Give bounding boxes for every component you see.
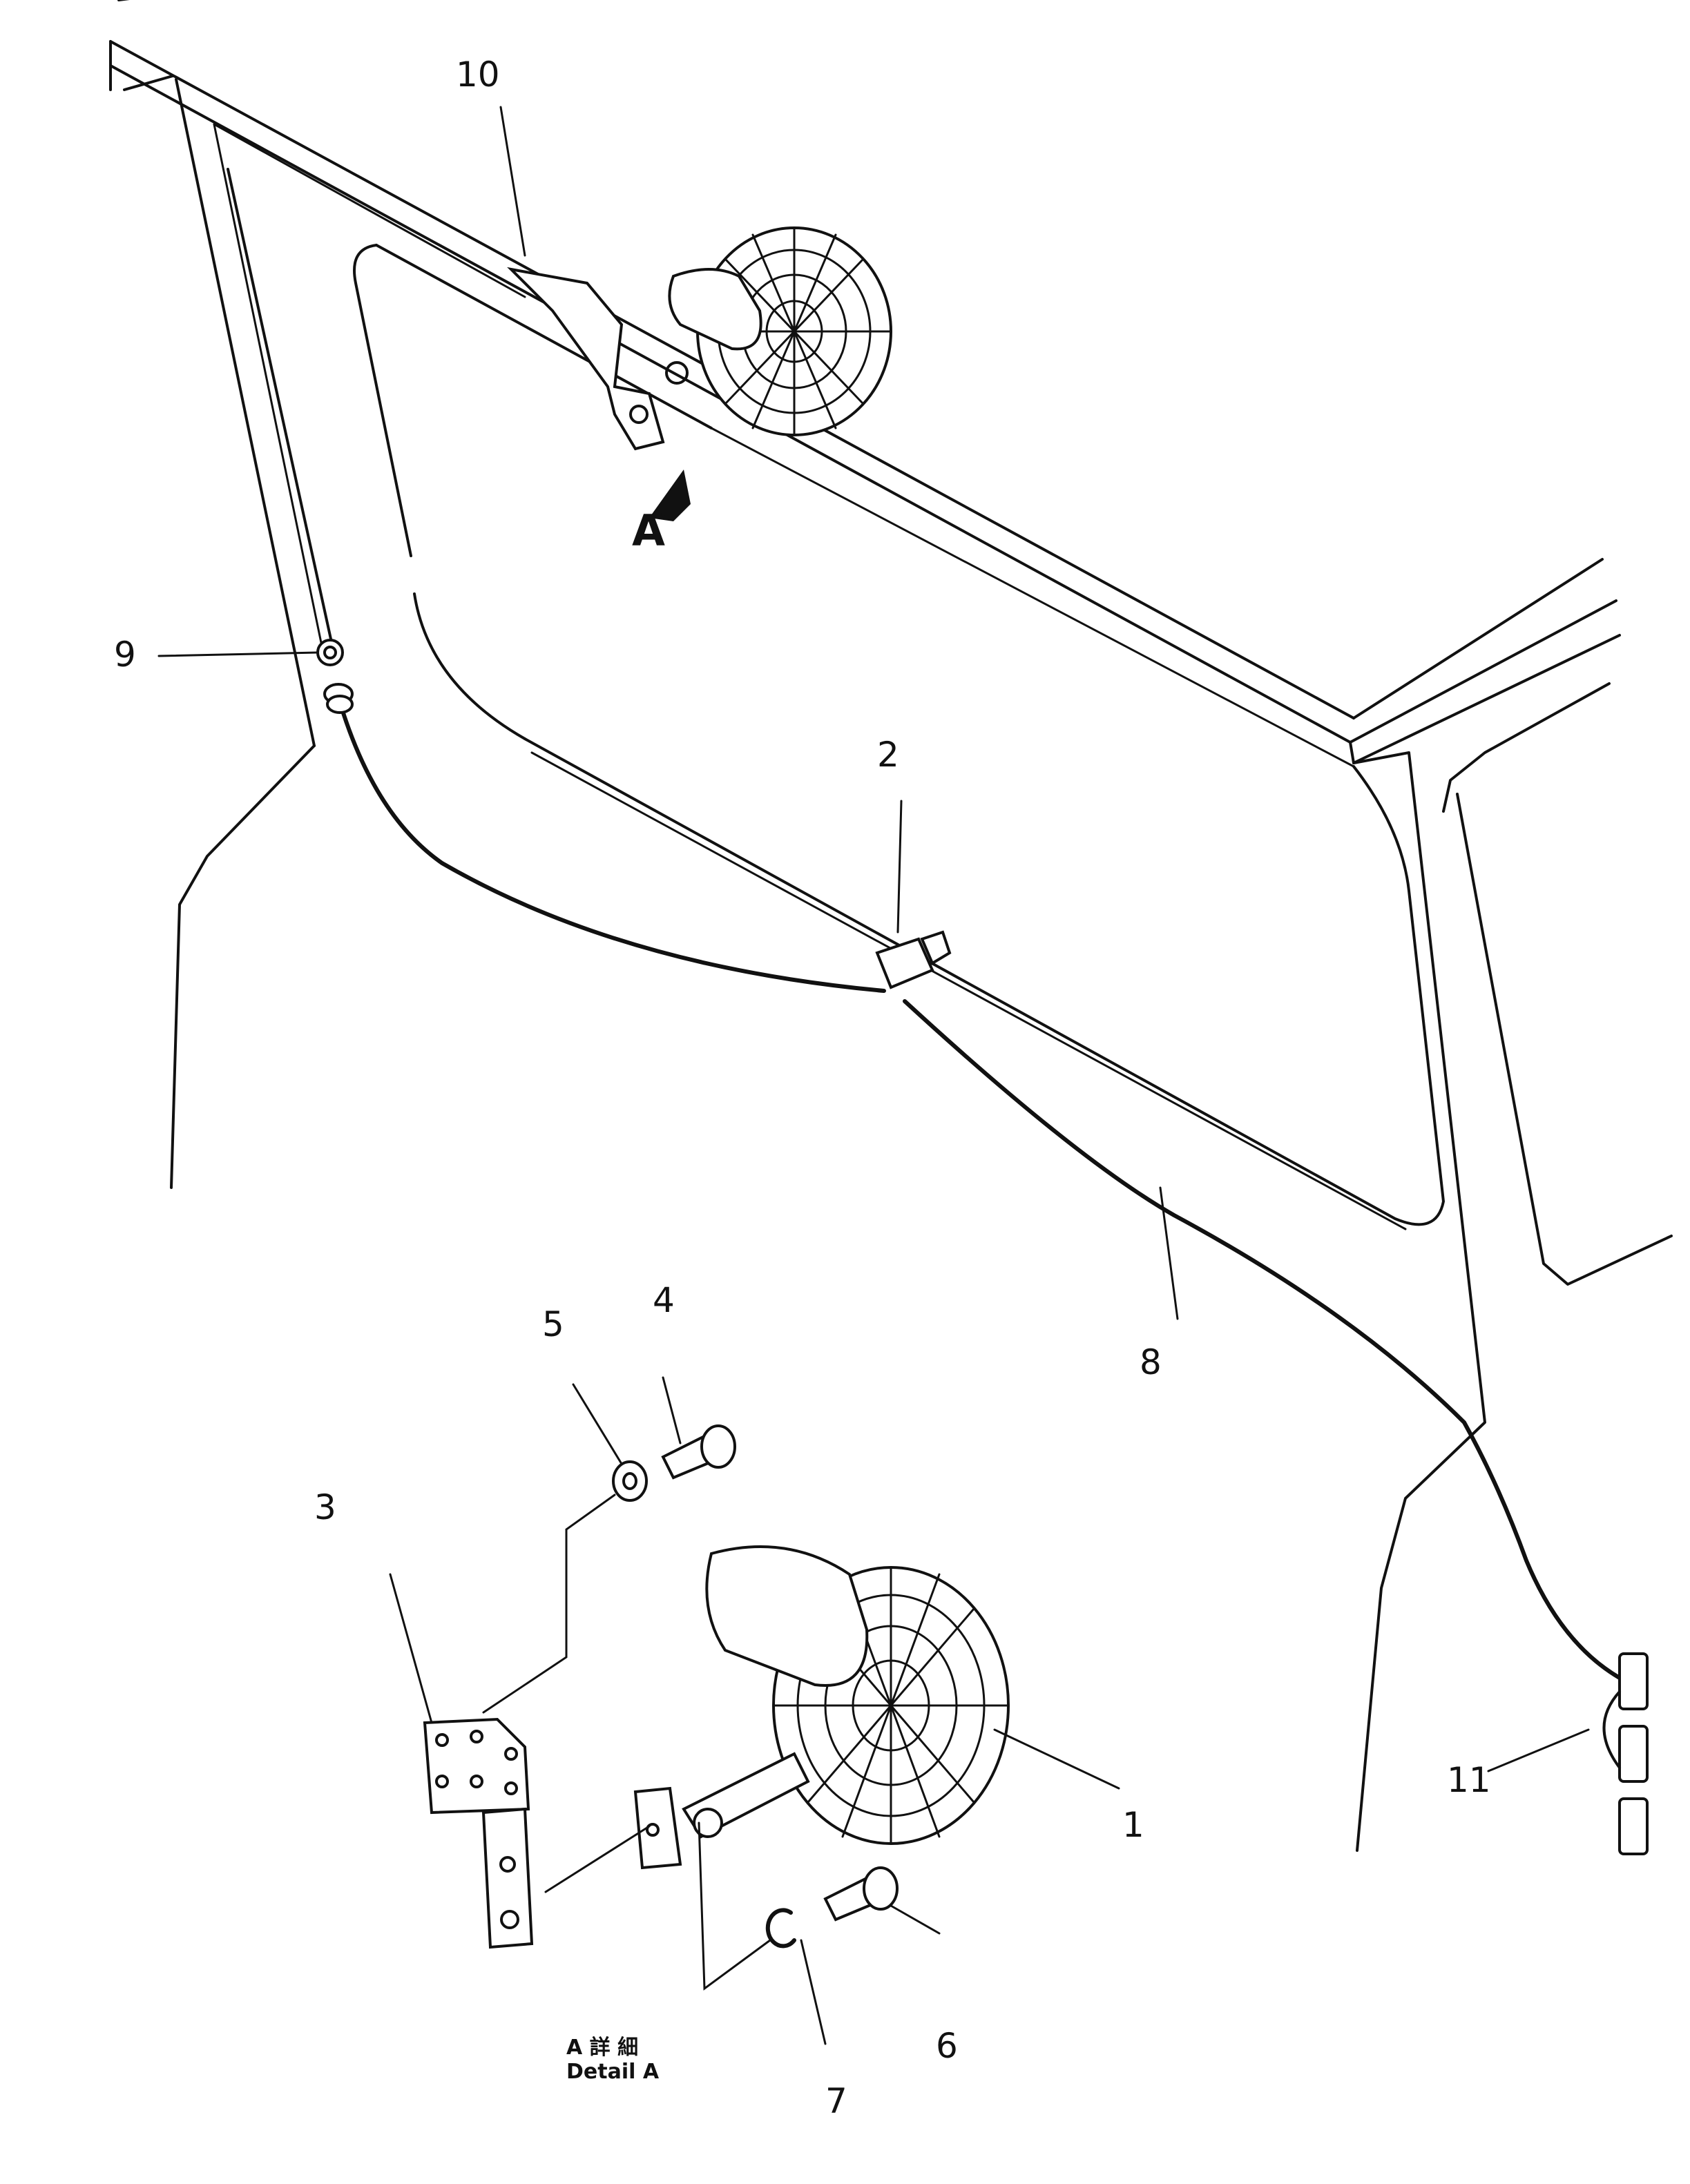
callout-11: 11 — [1447, 1760, 1491, 1800]
cab-outline — [109, 0, 1673, 1852]
detail-caption: A 詳 細 Detail A — [566, 2036, 660, 2084]
callout-1: 1 — [1122, 1805, 1144, 1845]
callout-3: 3 — [314, 1487, 336, 1527]
lamp-assembly-installed — [507, 226, 892, 451]
callout-2: 2 — [877, 735, 899, 775]
callout-6: 6 — [936, 2026, 958, 2066]
detail-caption-jp: A 詳 細 — [566, 2036, 638, 2060]
grommet-part-9 — [316, 639, 354, 714]
detail-a-lamp — [423, 1424, 1010, 1991]
terminals-part-11 — [1602, 1652, 1649, 1855]
view-arrow-label: A — [632, 505, 665, 556]
wiring-harness — [227, 168, 1622, 1680]
leader-lines — [157, 106, 1590, 2045]
callout-9: 9 — [114, 635, 136, 675]
view-arrow-a — [649, 470, 691, 521]
callout-labels: 1 2 3 4 5 6 7 8 9 10 11 A — [114, 55, 1491, 2121]
window-frame — [353, 244, 1445, 1230]
callout-4: 4 — [653, 1280, 675, 1320]
callout-5: 5 — [542, 1304, 564, 1344]
callout-7: 7 — [825, 2081, 847, 2121]
callout-8: 8 — [1140, 1342, 1162, 1382]
detail-caption-en: Detail A — [566, 2060, 660, 2084]
callout-10: 10 — [456, 55, 500, 95]
connector-part-2 — [875, 930, 952, 989]
